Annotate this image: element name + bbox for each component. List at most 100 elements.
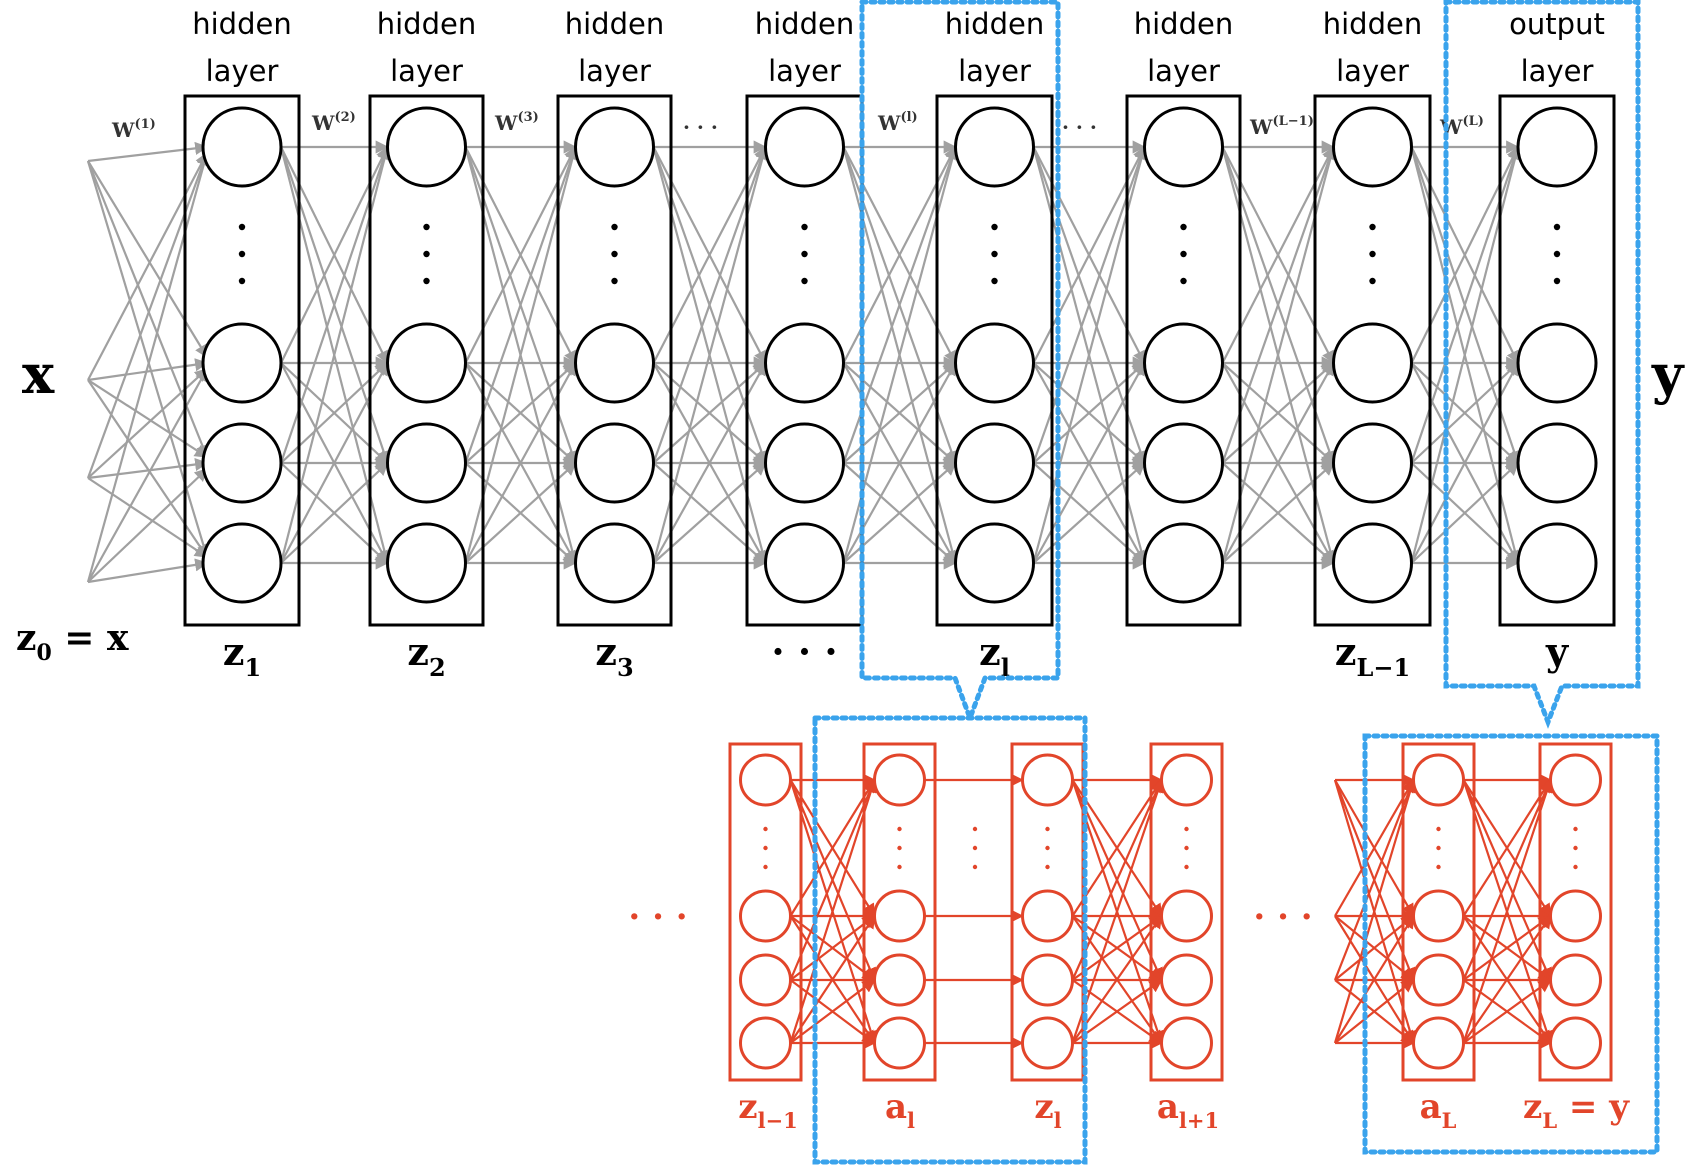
highlight-output-layer [1443,0,1641,729]
neuron [1332,322,1413,404]
red-ellipsis-dot [1436,845,1441,851]
middle-ellipsis: · · · [1253,897,1312,937]
layer-box [183,94,301,627]
layer-title: hidden [565,7,664,41]
red-neuron [1412,953,1465,1007]
ellipsis-dot [1369,277,1376,285]
ellipsis-dot [801,223,808,231]
ellipsis-dot [423,223,430,231]
ellipsis-dot [991,277,998,285]
dense-edge [789,979,876,1044]
layer-subtitle: layer [958,54,1031,88]
red-neuron [1412,753,1465,807]
dense-edge [789,778,876,981]
dense-edge [1462,915,1552,981]
layer-title: hidden [192,7,291,41]
layer-subtitle: layer [1336,54,1409,88]
weight-label: W(L) [1439,114,1484,139]
neuron [201,322,283,404]
layer-variable: zl [979,629,1010,682]
red-layer-variable: zl−1 [738,1087,798,1133]
input-edge [86,160,210,559]
input-edge [87,558,209,584]
ellipsis-dot [611,223,618,231]
dense-edge [1071,914,1163,1044]
layer-variable: y [1545,629,1569,674]
input-edge [87,468,208,583]
red-ellipsis-dot [1045,845,1050,851]
left-ellipsis: · · · [628,897,687,937]
dense-edge [1462,778,1552,981]
red-ellipsis-dot [1573,845,1578,851]
weight-label: · · · [1062,115,1097,139]
ellipsis-dot [1369,250,1376,258]
dense-edge [789,914,876,1044]
neuron [1332,422,1413,504]
dense-edge [1462,914,1552,1044]
neuron [1143,322,1224,404]
neuron [764,106,845,188]
neuron [954,522,1035,604]
input-edge [86,160,209,459]
layer-subtitle: layer [1521,54,1594,88]
red-neuron [739,1016,792,1070]
red-ellipsis-dot [897,864,902,870]
neuron [1516,322,1598,404]
weight-label: W(l) [877,110,918,135]
red-layer-variable: al [885,1087,915,1133]
red-neuron [1021,1016,1074,1070]
layer-box [935,94,1054,627]
ellipsis-dot [1553,223,1561,231]
highlight-zoom-output [1362,733,1660,1155]
weight-label: W(3) [494,110,539,135]
red-neuron [873,753,926,807]
ellipsis-dot [238,223,246,231]
red-neuron [1549,889,1602,943]
ellipsis-dot [611,250,618,258]
neuron [201,522,283,604]
ellipsis-dot [238,250,246,258]
weight-label: W(L−1) [1249,114,1314,139]
red-neuron [739,753,792,807]
red-ellipsis-dot [972,826,978,832]
dense-edge [1334,778,1415,917]
input-edge [87,379,209,458]
input-edge [87,379,208,559]
red-neuron [1549,953,1602,1007]
red-ellipsis-dot [1045,826,1050,832]
neuron [1143,106,1224,188]
neuron [386,106,467,188]
layer-subtitle: layer [206,54,279,88]
red-neuron [1160,753,1213,807]
dense-edge [1462,778,1552,917]
input-edge [87,151,208,381]
layer-title: hidden [945,7,1044,41]
weight-label: · · · [683,115,718,139]
layer-variable: z2 [407,629,445,682]
layer-variable: z3 [595,629,633,682]
ellipsis-dot [423,250,430,258]
red-ellipsis-dot [1573,826,1578,832]
layer-title: hidden [1134,7,1233,41]
dense-edge [1334,915,1415,981]
red-ellipsis-dot [1184,845,1189,851]
ellipsis-dot [238,277,246,285]
weight-label: W(1) [111,117,156,142]
layer-subtitle: layer [578,54,651,88]
dense-edge [1462,778,1554,1044]
red-neuron [1549,753,1602,807]
red-neuron [1021,953,1074,1007]
layer-box [1498,94,1616,627]
ellipsis-dot [423,277,430,285]
input-edge [87,368,208,479]
layer-title: hidden [377,7,476,41]
red-layer-variable: aL [1420,1087,1457,1133]
layer-title: hidden [1323,7,1422,41]
layer-variable: z1 [223,629,261,682]
neuron [386,422,467,504]
ellipsis-dot [1180,277,1187,285]
red-layer-variable: zL = y [1523,1087,1630,1133]
top-labels: hidden layer z1 hidden layer z2 hidden layer z3 h… [16,7,1685,682]
